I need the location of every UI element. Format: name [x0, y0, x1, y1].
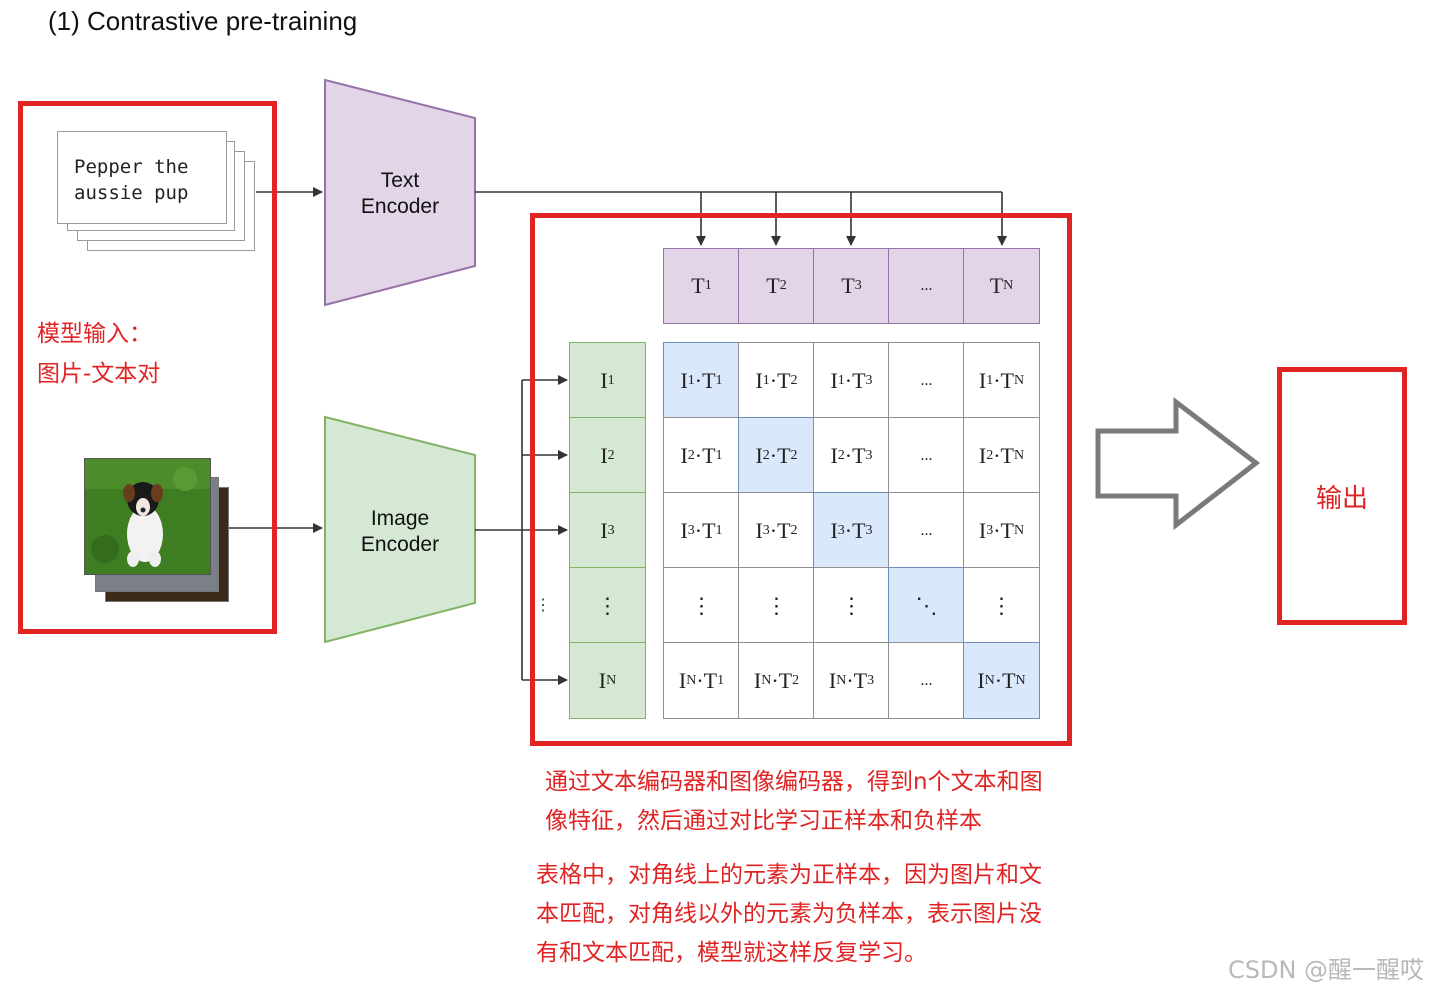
text-encoder-line2: Encoder: [360, 195, 440, 218]
output-arrow: [1095, 396, 1261, 531]
note-encoders-line1: 通过文本编码器和图像编码器，得到n个文本和图: [545, 769, 1043, 795]
note-encoders: 通过文本编码器和图像编码器，得到n个文本和图 像特征，然后通过对比学习正样本和负…: [545, 763, 1043, 841]
text-feature-cell: ...: [888, 248, 965, 324]
matrix-cell: ⋮: [963, 567, 1040, 644]
image-encoder-line2: Encoder: [360, 533, 440, 556]
image-feature-cell: ⋮: [569, 567, 646, 644]
input-label-line1: 模型输入：: [37, 321, 152, 347]
note-diagonal-line2: 本匹配，对角线以外的元素为负样本，表示图片没: [536, 901, 1042, 927]
note-diagonal-line1: 表格中，对角线上的元素为正样本，因为图片和文: [536, 862, 1042, 888]
note-diagonal: 表格中，对角线上的元素为正样本，因为图片和文 本匹配，对角线以外的元素为负样本，…: [536, 856, 1042, 973]
note-diagonal-line3: 有和文本匹配，模型就这样反复学习。: [536, 940, 927, 966]
text-encoder: Text Encoder: [325, 168, 475, 220]
text-encoder-line1: Text: [380, 169, 420, 192]
matrix-highlight-box: [530, 213, 1072, 746]
matrix-cell: ...: [888, 417, 965, 494]
diagram-title: (1) Contrastive pre-training: [48, 6, 358, 36]
matrix-cell: ...: [888, 642, 965, 719]
dog-photo: [84, 458, 211, 575]
image-encoder: Image Encoder: [325, 506, 475, 558]
matrix-cell: ...: [888, 492, 965, 569]
caption-line-2: aussie pup: [74, 182, 189, 204]
output-label: 输出: [1315, 483, 1368, 514]
input-label-line2: 图片-文本对: [37, 361, 161, 387]
text-encoder-shape: [324, 78, 476, 307]
svg-text:⋮: ⋮: [535, 597, 551, 614]
image-encoder-line1: Image: [370, 507, 430, 530]
input-box: [18, 101, 277, 634]
output-box: 输出: [1277, 367, 1407, 625]
watermark: CSDN @醒一醒哎: [1228, 956, 1425, 984]
image-encoder-shape: [324, 415, 476, 644]
text-caption-card: Pepper the aussie pup: [57, 131, 227, 224]
caption-line-1: Pepper the: [74, 156, 189, 178]
matrix-cell-diagonal: ⋱: [888, 567, 965, 644]
matrix-cell: ⋮: [738, 567, 815, 644]
note-encoders-line2: 像特征，然后通过对比学习正样本和负样本: [545, 808, 982, 834]
matrix-cell: ...: [888, 342, 965, 419]
